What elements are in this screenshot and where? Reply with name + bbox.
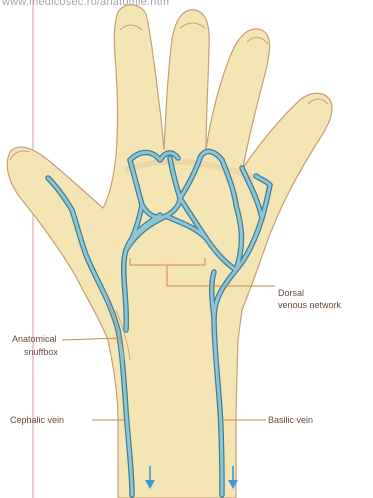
snuffbox-label-line1: Anatomical: [12, 334, 57, 345]
snuffbox-label-line2: snuffbox: [24, 347, 58, 358]
cephalic-label: Cephalic vein: [10, 415, 64, 426]
dorsal-label-line1: Dorsal: [278, 288, 304, 299]
basilic-label: Basilic vein: [268, 415, 313, 426]
dorsal-label-line2: venous network: [278, 300, 341, 311]
